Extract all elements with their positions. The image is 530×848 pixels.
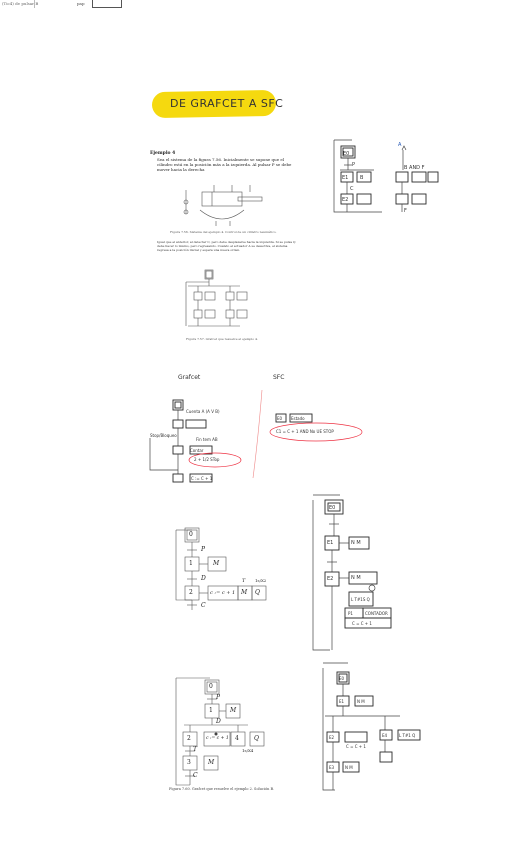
s3-e1: E1 xyxy=(327,540,334,546)
g3-step4: 4 xyxy=(235,735,239,742)
s3-contador: CONTADOR xyxy=(365,611,388,616)
sketch1-e1: E1 xyxy=(342,175,349,181)
s3-nm2: N M xyxy=(351,575,361,581)
g3-action-m1: M xyxy=(230,707,237,714)
fig2-caption: Figura 7.57. Grafcet que resuelve el eje… xyxy=(186,337,258,341)
s3-c-plus: C = C + 1 xyxy=(352,621,372,626)
s4-e0: E0 xyxy=(339,676,345,681)
example-text: Sea el sistema de la figura 7.56. Inicia… xyxy=(157,157,292,172)
note-stop-2: 2 + 1/2 STop xyxy=(194,457,220,462)
sketch1-f: F xyxy=(404,208,407,214)
g2-step1: 1 xyxy=(189,560,193,567)
g3-action-c: c := c + 1 xyxy=(206,736,229,741)
s4-timer: L T#1 Q xyxy=(399,733,416,738)
s3-nm1: N M xyxy=(351,540,361,546)
s4-e1: E1 xyxy=(339,699,345,704)
s3-e0: E0 xyxy=(329,505,336,511)
s3-e2: E2 xyxy=(327,576,334,582)
sketch1-c: C xyxy=(350,186,354,192)
s3-timer: L T#1S Q xyxy=(351,597,370,602)
sfc-estado: Estado xyxy=(291,416,305,421)
g2-action-m2: M xyxy=(241,589,248,596)
grafcet-heading: Grafcet xyxy=(178,374,201,381)
g2-timer: 1s/X2 xyxy=(255,578,267,583)
g2-action-q: Q xyxy=(255,589,260,596)
g2-step0: 0 xyxy=(189,531,193,538)
top-left-snippet: (Tic4) de pulsar B xyxy=(2,1,39,6)
g3-trans-t: T xyxy=(193,746,198,753)
example-heading: Ejemplo 4 xyxy=(150,151,176,156)
g3-trans-c: C xyxy=(193,772,198,779)
note-stop: Stop/Bloqueo xyxy=(150,433,177,438)
fig1-caption: Figura 7.56. Sistema del ejemplo 4. Cont… xyxy=(170,230,277,234)
s4-nm1: N M xyxy=(357,699,365,704)
g2-trans-p: P xyxy=(201,546,206,553)
g2-trans-d: D xyxy=(201,575,206,582)
sketch1-p: P xyxy=(352,162,356,168)
s4-e2: E2 xyxy=(329,735,335,740)
g3-step2: 2 xyxy=(187,735,191,742)
s3-p1: P1 xyxy=(348,611,353,616)
sketch1-b-and-f: B AND F xyxy=(404,165,425,171)
note-cuenta: Cuenta A (A V B) xyxy=(186,409,220,414)
g3-trans-p: P xyxy=(216,694,221,701)
s4-nm2: N M xyxy=(345,765,353,770)
g3-step3: 3 xyxy=(187,759,191,766)
s4-e3: E3 xyxy=(329,765,335,770)
g2-step2: 2 xyxy=(189,589,193,596)
fig3-caption: Figura 7.60. Grafcet que resuelve el eje… xyxy=(169,787,275,791)
g3-trans-d: D xyxy=(216,718,221,725)
top-mid-snippet: pap xyxy=(77,1,85,6)
note-c-plus: C := C + 1 xyxy=(191,476,213,481)
s4-e4: E4 xyxy=(382,733,388,738)
s4-c-plus: C = C + 1 xyxy=(346,744,366,749)
g2-trans-c: C xyxy=(201,602,206,609)
g3-action-m2: M xyxy=(208,759,215,766)
g2-action-m1: M xyxy=(213,560,220,567)
g2-action-c: c := c + 1 xyxy=(210,590,236,596)
sfc-heading: SFC xyxy=(273,374,285,381)
example-paragraph: Igual que el anterior, al detectar C, pe… xyxy=(157,240,296,252)
sfc-condition: C1 = C + 1 AND No UE STOP xyxy=(276,429,334,434)
page-title: De Grafcet a SFC xyxy=(170,97,284,110)
note-contar: Contar xyxy=(190,448,204,453)
g2-trans-t: T xyxy=(242,578,246,584)
sketch1-a: A xyxy=(398,142,402,148)
top-divider xyxy=(34,0,35,8)
g3-timer: 1s/X4 xyxy=(242,748,254,753)
g3-step1: 1 xyxy=(209,707,213,714)
sketch1-e2: E2 xyxy=(342,197,349,203)
top-box-fragment xyxy=(92,0,122,8)
sfc-e0: E0 xyxy=(277,416,283,421)
g3-step0: 0 xyxy=(209,683,213,690)
sketch1-e0: E0 xyxy=(343,151,350,157)
note-fin: Fin tem AB xyxy=(196,437,218,442)
sketch1-b: B xyxy=(360,175,364,181)
g3-action-q: Q xyxy=(254,735,259,742)
